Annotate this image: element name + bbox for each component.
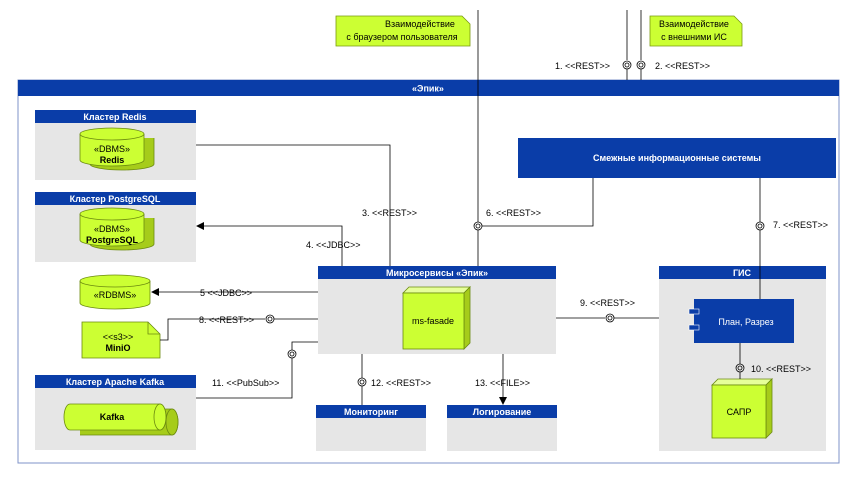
link-3-label: 3. <<REST>> bbox=[362, 208, 417, 218]
cluster-kafka: Кластер Apache Kafka Kafka bbox=[35, 375, 196, 450]
link-2-label: 2. <<REST>> bbox=[655, 61, 710, 71]
cluster-postgres: Кластер PostgreSQL «DBMS» PostgreSQL bbox=[35, 192, 196, 262]
minio-storage: <<s3>> MiniO bbox=[81, 321, 161, 359]
note-external: Взаимодействие с внешними ИС bbox=[649, 15, 743, 47]
svg-text:<<s3>>: <<s3>> bbox=[103, 332, 134, 342]
svg-text:Взаимодействие: Взаимодействие bbox=[385, 19, 455, 29]
svg-text:«RDBMS»: «RDBMS» bbox=[94, 290, 137, 300]
svg-text:Кластер Apache Kafka: Кластер Apache Kafka bbox=[66, 377, 165, 387]
svg-text:«DBMS»: «DBMS» bbox=[94, 224, 130, 234]
svg-text:«DBMS»: «DBMS» bbox=[94, 144, 130, 154]
svg-text:ms-fasade: ms-fasade bbox=[412, 316, 454, 326]
svg-text:PostgreSQL: PostgreSQL bbox=[86, 235, 139, 245]
link-13-label: 13. <<FILE>> bbox=[475, 378, 530, 388]
link-6-label: 6. <<REST>> bbox=[486, 208, 541, 218]
svg-text:Кластер Redis: Кластер Redis bbox=[83, 112, 146, 122]
link-9-label: 9. <<REST>> bbox=[580, 298, 635, 308]
svg-text:Взаимодействие: Взаимодействие bbox=[659, 19, 729, 29]
svg-text:MiniO: MiniO bbox=[106, 343, 131, 353]
svg-text:Kafka: Kafka bbox=[100, 412, 126, 422]
sapr-block: САПР bbox=[711, 378, 773, 439]
system-title: «Эпик» bbox=[412, 84, 444, 94]
cluster-redis: Кластер Redis «DBMS» Redis bbox=[35, 110, 196, 180]
monitoring-block: Мониторинг bbox=[316, 405, 426, 451]
logging-block: Логирование bbox=[447, 405, 557, 451]
svg-text:с внешними ИС: с внешними ИС bbox=[661, 32, 727, 42]
related-systems: Смежные информационные системы bbox=[518, 138, 836, 178]
link-11-label: 11. <<PubSub>> bbox=[212, 378, 279, 388]
note-browser: Взаимодействие с браузером пользователя bbox=[335, 15, 471, 47]
link-7-label: 7. <<REST>> bbox=[773, 220, 828, 230]
link-1-label: 1. <<REST>> bbox=[555, 61, 610, 71]
svg-text:Смежные информационные системы: Смежные информационные системы bbox=[593, 153, 761, 163]
svg-text:Кластер PostgreSQL: Кластер PostgreSQL bbox=[70, 194, 161, 204]
link-8-label: 8. <<REST>> bbox=[199, 315, 254, 325]
microservices-block: Микросервисы «Эпик» ms-fasade bbox=[318, 266, 556, 354]
svg-text:ГИС: ГИС bbox=[733, 268, 752, 278]
link-4-label: 4. <<JDBC>> bbox=[306, 240, 361, 250]
svg-text:План, Разрез: План, Разрез bbox=[718, 317, 773, 327]
link-12-label: 12. <<REST>> bbox=[371, 378, 431, 388]
svg-text:Мониторинг: Мониторинг bbox=[344, 407, 398, 417]
system-header bbox=[18, 80, 839, 96]
svg-text:Redis: Redis bbox=[100, 155, 125, 165]
rdbms-database: «RDBMS» bbox=[79, 274, 151, 310]
svg-text:САПР: САПР bbox=[727, 407, 752, 417]
link-10-label: 10. <<REST>> bbox=[751, 364, 811, 374]
link-5-label: 5 <<JDBC>> bbox=[200, 288, 252, 298]
svg-text:Логирование: Логирование bbox=[473, 407, 531, 417]
svg-text:Микросервисы «Эпик»: Микросервисы «Эпик» bbox=[386, 268, 488, 278]
svg-text:с браузером пользователя: с браузером пользователя bbox=[346, 32, 457, 42]
